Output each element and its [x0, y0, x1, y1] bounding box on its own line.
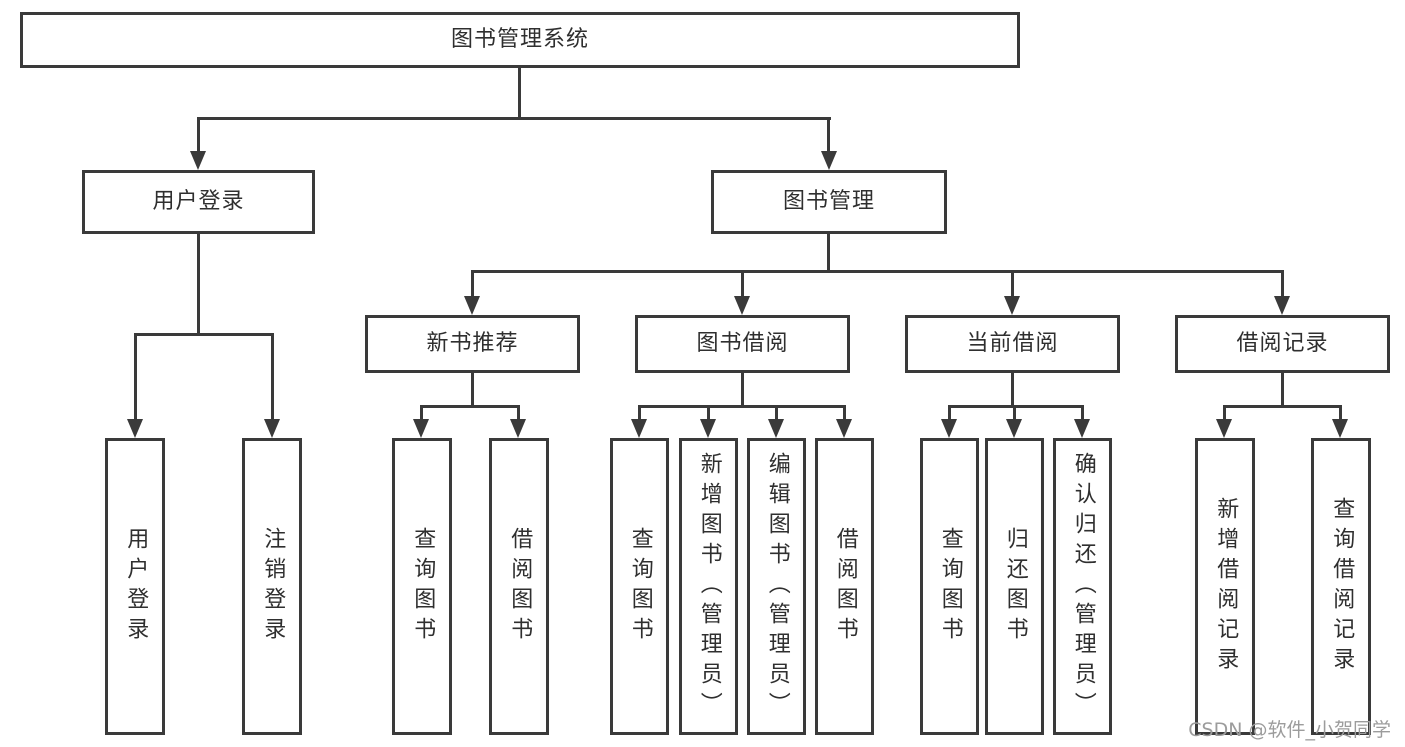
connector-line [1223, 405, 1226, 421]
connector-line [827, 117, 830, 153]
connector-line [1339, 405, 1342, 421]
connector-line [134, 333, 137, 421]
arrow-down-icon [413, 419, 429, 438]
connector-line [741, 373, 744, 407]
connector-line [948, 405, 1084, 408]
node-book-borrowing: 图书借阅 [635, 315, 850, 373]
arrow-down-icon [1216, 419, 1232, 438]
connector-line [948, 405, 951, 421]
leaf-query-books-current: 查询图书 [920, 438, 979, 735]
arrow-down-icon [734, 296, 750, 315]
leaf-query-books-borrowing: 查询图书 [610, 438, 669, 735]
connector-line [197, 234, 200, 335]
leaf-confirm-return-admin: 确认归还（管理员） [1053, 438, 1112, 735]
arrow-down-icon [264, 419, 280, 438]
connector-line [517, 405, 520, 421]
leaf-query-borrow-record: 查询借阅记录 [1311, 438, 1371, 735]
node-new-book-recommend: 新书推荐 [365, 315, 580, 373]
connector-line [471, 270, 474, 298]
connector-line [775, 405, 778, 421]
connector-line [1011, 373, 1014, 407]
connector-line [741, 270, 744, 298]
connector-line [134, 333, 274, 336]
leaf-add-books-admin: 新增图书（管理员） [679, 438, 738, 735]
arrow-down-icon [631, 419, 647, 438]
arrow-down-icon [190, 151, 206, 170]
connector-line [1281, 373, 1284, 407]
arrow-down-icon [1004, 296, 1020, 315]
leaf-logout-login: 注销登录 [242, 438, 302, 735]
connector-line [471, 270, 1284, 273]
leaf-borrow-books: 借阅图书 [815, 438, 874, 735]
leaf-return-books: 归还图书 [985, 438, 1044, 735]
connector-line [638, 405, 641, 421]
arrow-down-icon [941, 419, 957, 438]
arrow-down-icon [127, 419, 143, 438]
connector-line [1081, 405, 1084, 421]
connector-line [638, 405, 846, 408]
connector-line [1011, 270, 1014, 298]
arrow-down-icon [821, 151, 837, 170]
node-book-management: 图书管理 [711, 170, 947, 234]
arrow-down-icon [1332, 419, 1348, 438]
connector-line [197, 117, 831, 120]
connector-line [1013, 405, 1016, 421]
leaf-add-borrow-record: 新增借阅记录 [1195, 438, 1255, 735]
arrow-down-icon [464, 296, 480, 315]
arrow-down-icon [836, 419, 852, 438]
arrow-down-icon [768, 419, 784, 438]
connector-line [420, 405, 423, 421]
arrow-down-icon [1006, 419, 1022, 438]
leaf-borrow-books-recommend: 借阅图书 [489, 438, 549, 735]
arrow-down-icon [1274, 296, 1290, 315]
connector-line [420, 405, 520, 408]
node-current-borrowing: 当前借阅 [905, 315, 1120, 373]
connector-line [707, 405, 710, 421]
leaf-edit-books-admin: 编辑图书（管理员） [747, 438, 806, 735]
connector-line [518, 68, 521, 119]
connector-line [471, 373, 474, 407]
watermark: CSDN @软件_小贺同学 [1188, 719, 1391, 741]
connector-line [197, 117, 200, 153]
arrow-down-icon [510, 419, 526, 438]
leaf-user-login: 用户登录 [105, 438, 165, 735]
connector-line [1223, 405, 1342, 408]
leaf-query-books-recommend: 查询图书 [392, 438, 452, 735]
node-borrow-records: 借阅记录 [1175, 315, 1390, 373]
connector-line [827, 234, 830, 272]
connector-line [271, 333, 274, 421]
connector-line [843, 405, 846, 421]
arrow-down-icon [700, 419, 716, 438]
connector-line [1281, 270, 1284, 298]
node-user-login: 用户登录 [82, 170, 315, 234]
node-library-management-system: 图书管理系统 [20, 12, 1020, 68]
arrow-down-icon [1074, 419, 1090, 438]
